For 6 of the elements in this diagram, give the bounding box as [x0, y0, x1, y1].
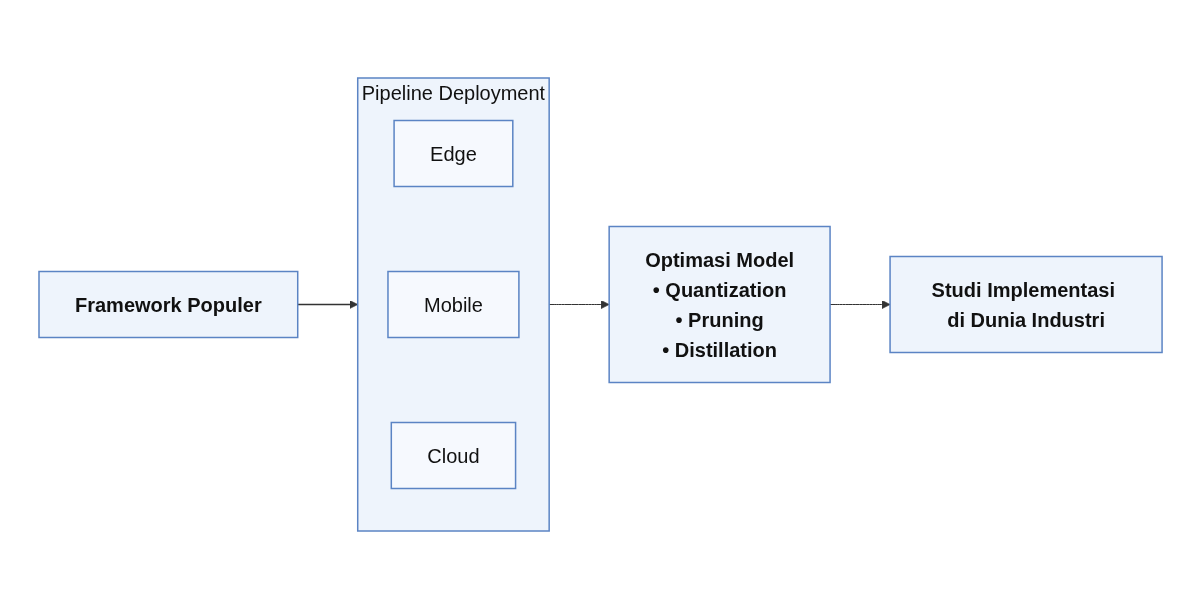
node-box: Cloud — [390, 421, 517, 489]
node-box: Studi Implementasi di Dunia Industri — [889, 255, 1163, 353]
node-box: Optimasi Model • Quantization • Pruning • Distillation — [608, 225, 831, 383]
node-box: Framework Populer — [38, 270, 299, 338]
node-box: Edge — [393, 119, 514, 187]
node-box: Mobile — [387, 270, 520, 338]
